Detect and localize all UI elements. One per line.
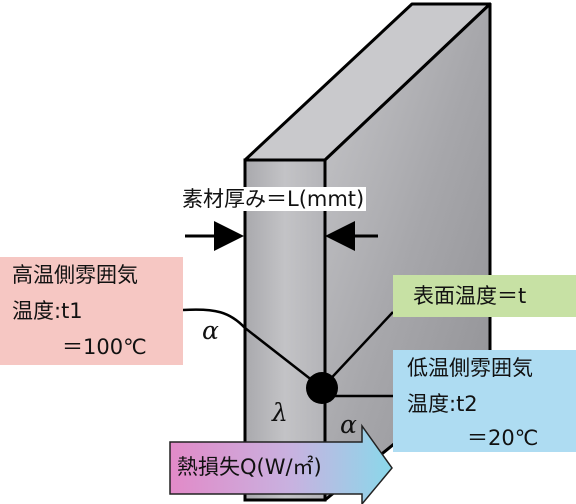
alpha-high-side: α xyxy=(202,316,219,345)
low-side-temp-value: ＝20℃ xyxy=(467,426,539,450)
surface-temperature-point xyxy=(306,372,338,404)
surface-temperature-box: 表面温度＝t xyxy=(393,275,576,317)
low-side-title: 低温側雰囲気 xyxy=(407,356,533,380)
alpha-low-side: α xyxy=(340,410,357,439)
low-temperature-box: 低温側雰囲気 温度:t2 ＝20℃ xyxy=(393,350,576,452)
low-side-temp-label: 温度:t2 xyxy=(407,392,478,416)
surface-temperature-label: 表面温度＝t xyxy=(413,284,527,308)
heat-loss-label: 熱損失Q(W/㎡) xyxy=(177,455,322,479)
lambda-conductivity: λ xyxy=(272,398,288,427)
high-side-temp-label: 温度:t1 xyxy=(12,299,83,323)
high-side-temp-value: ＝100℃ xyxy=(62,335,147,359)
high-side-title: 高温側雰囲気 xyxy=(12,263,138,287)
heat-loss-arrow xyxy=(169,423,393,504)
thickness-label: 素材厚み＝L(mmt) xyxy=(180,187,367,211)
temperature-profile-line xyxy=(182,308,394,390)
high-temperature-box: 高温側雰囲気 温度:t1 ＝100℃ xyxy=(0,257,183,365)
